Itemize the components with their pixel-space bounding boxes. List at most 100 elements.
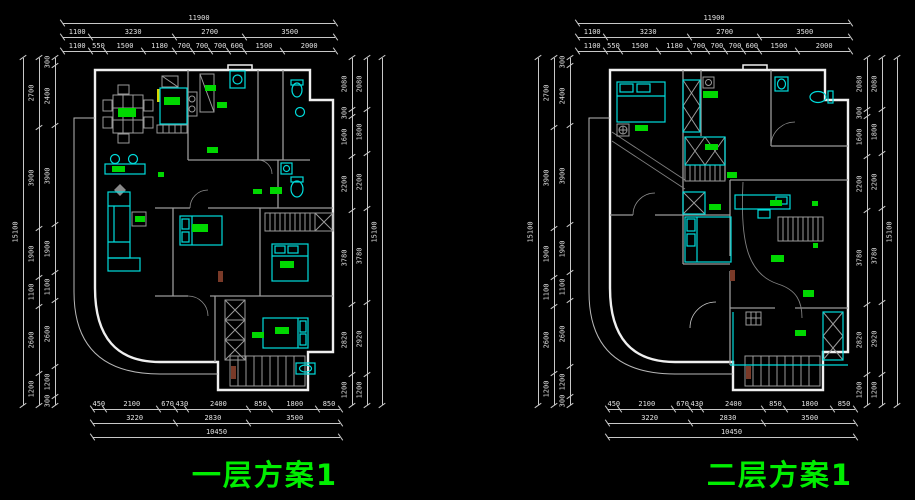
dim-value: 550 xyxy=(92,42,105,50)
dim-value: 15100 xyxy=(526,220,534,243)
dim-segment: 2200 xyxy=(868,154,883,209)
dim-value: 2400 xyxy=(210,400,227,408)
dim-value: 2100 xyxy=(123,400,141,408)
dim-value: 1500 xyxy=(770,42,788,50)
dim-segment: 2700 xyxy=(174,26,245,38)
room-label-block xyxy=(118,108,136,117)
dim-value: 1500 xyxy=(116,42,134,50)
dim-segment: 1800 xyxy=(786,398,834,410)
room-labels xyxy=(112,85,294,338)
dimension-row: 11900 xyxy=(578,12,850,24)
room-labels xyxy=(635,91,818,336)
dim-segment: 3220 xyxy=(608,412,692,424)
dim-segment: 1200 xyxy=(539,373,555,406)
dim-value: 670 xyxy=(161,400,174,408)
dim-value: 1200 xyxy=(27,381,35,398)
dim-segment: 2080 xyxy=(868,58,883,110)
stairs xyxy=(229,212,334,387)
dim-value: 1200 xyxy=(43,373,51,391)
dim-value: 850 xyxy=(769,400,782,408)
wardrobe xyxy=(682,79,701,133)
dim-segment: 2820 xyxy=(338,305,353,376)
dim-value: 2700 xyxy=(716,28,734,36)
dim-value: 2820 xyxy=(855,331,864,349)
dim-segment: 1500 xyxy=(620,40,660,52)
dim-value: 3500 xyxy=(801,414,819,422)
dim-value: 3900 xyxy=(43,167,51,185)
dim-segment: 3900 xyxy=(555,126,571,226)
dim-value: 1900 xyxy=(27,245,35,262)
dim-value: 2080 xyxy=(870,75,879,93)
desk xyxy=(734,194,791,210)
dim-segment: 1200 xyxy=(555,367,571,398)
room-label-block xyxy=(217,102,227,108)
dimension-column: 15100 xyxy=(883,58,898,405)
dim-segment: 1800 xyxy=(353,109,368,155)
dim-value: 3220 xyxy=(126,414,144,422)
dim-value: 11900 xyxy=(703,14,725,22)
dim-segment: 2400 xyxy=(187,398,250,410)
dim-value: 1800 xyxy=(286,400,304,408)
dim-segment: 2400 xyxy=(702,398,765,410)
dim-value: 1600 xyxy=(855,128,864,146)
dim-value: 670 xyxy=(676,400,689,408)
balcony-outline xyxy=(588,117,733,375)
dim-segment: 2080 xyxy=(338,58,353,110)
dim-segment: 2600 xyxy=(539,306,555,374)
dim-value: 550 xyxy=(607,42,620,50)
dim-value: 2920 xyxy=(870,330,879,348)
dim-value: 450 xyxy=(92,400,106,408)
dim-segment: 430 xyxy=(691,398,703,410)
dim-segment: 1100 xyxy=(40,273,56,302)
dim-segment: 3900 xyxy=(40,126,56,226)
dimension-row: 3220 2830 3500 xyxy=(608,412,855,424)
dim-value: 700 xyxy=(710,42,724,50)
dim-segment: 1600 xyxy=(338,117,353,157)
dim-value: 2400 xyxy=(43,87,51,105)
dim-segment: 700 xyxy=(211,40,230,52)
door-panels xyxy=(218,271,236,379)
dim-value: 1100 xyxy=(43,278,51,296)
dim-segment: 3220 xyxy=(93,412,177,424)
dim-value: 1900 xyxy=(43,240,51,258)
dim-value: 3500 xyxy=(286,414,304,422)
dim-value: 850 xyxy=(322,400,336,408)
dim-segment: 1200 xyxy=(24,373,40,406)
dim-segment: 1900 xyxy=(40,225,56,274)
dim-value: 2700 xyxy=(201,28,219,36)
dim-segment: 3230 xyxy=(606,26,690,38)
dim-segment: 300 xyxy=(555,55,571,68)
room-label-block xyxy=(813,243,818,248)
room-label-block xyxy=(727,172,737,178)
dim-value: 1500 xyxy=(255,42,273,50)
dining-set xyxy=(102,84,154,227)
dim-segment: 550 xyxy=(606,40,621,52)
dim-segment: 3780 xyxy=(868,208,883,303)
room-label-block xyxy=(709,204,721,210)
dim-segment: 2080 xyxy=(353,58,368,110)
bed xyxy=(179,215,223,246)
dim-value: 450 xyxy=(607,400,621,408)
dim-segment: 2830 xyxy=(691,412,765,424)
dim-value: 850 xyxy=(837,400,851,408)
bathtub xyxy=(295,362,316,375)
dim-value: 2600 xyxy=(43,325,51,343)
dim-value: 2920 xyxy=(355,330,364,348)
dim-segment: 1500 xyxy=(244,40,284,52)
dimension-row: 11900 xyxy=(63,12,335,24)
dim-segment: 1900 xyxy=(24,228,40,279)
dim-value: 1900 xyxy=(542,245,550,262)
washbasin xyxy=(774,76,789,92)
dim-value: 3220 xyxy=(641,414,659,422)
dim-segment: 3780 xyxy=(353,208,368,303)
bedside-fixtures xyxy=(616,76,715,137)
dim-value: 2200 xyxy=(855,175,864,193)
dim-segment: 11900 xyxy=(578,12,850,24)
dim-segment: 2920 xyxy=(353,302,368,376)
